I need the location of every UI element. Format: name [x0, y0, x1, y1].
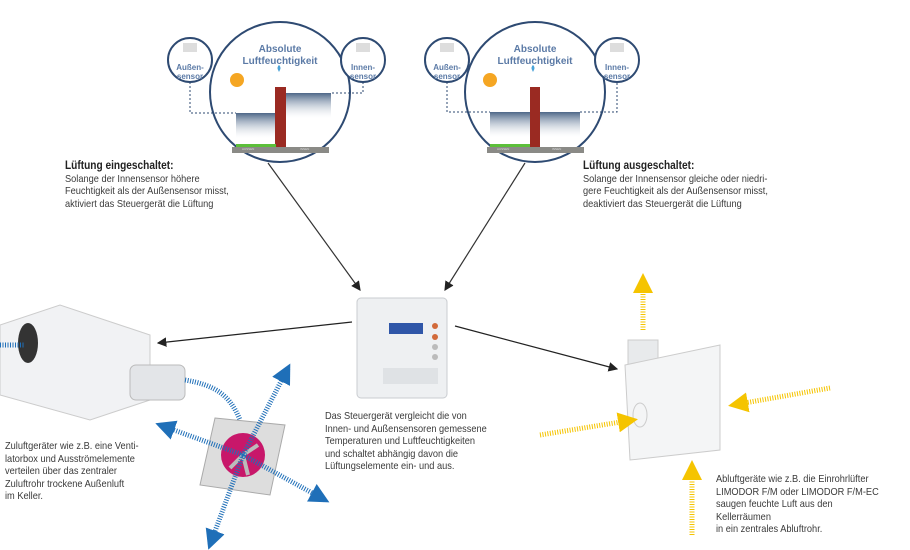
- droplet-icon: [531, 65, 535, 72]
- supply-air-arrows: [155, 363, 330, 550]
- indoor-sensor-circle: [594, 37, 640, 83]
- sensor-icon: [183, 43, 197, 52]
- arrow-to-controller: [444, 162, 526, 292]
- ground: [232, 147, 329, 153]
- droplet-icon: [277, 65, 281, 72]
- ground-label: AUSSEN: [497, 147, 510, 151]
- outdoor-sensor-label: Außen- sensor: [433, 63, 461, 81]
- sensor-icon: [356, 43, 370, 52]
- ground-label: AUSSEN: [242, 147, 255, 151]
- grass: [490, 144, 530, 147]
- sensor-icon: [610, 43, 624, 52]
- ground-label: INNEN: [300, 147, 310, 151]
- ventilation-on-text: Lüftung eingeschaltet: Solange der Innen…: [65, 160, 229, 210]
- arrow-to-controller: [267, 162, 361, 291]
- ventilation-off-text: Lüftung ausgeschaltet: Solange der Innen…: [583, 160, 768, 210]
- indoor-sensor-label: Innen- sensor: [349, 63, 377, 81]
- exhaust-air-arrows: [539, 273, 831, 535]
- display: [389, 323, 423, 334]
- outdoor-sensor-label: Außen- sensor: [176, 63, 204, 81]
- sun-icon: [483, 73, 497, 87]
- ground: [487, 147, 584, 153]
- supply-airflow: [184, 377, 243, 421]
- arrow-to-exhaust: [454, 325, 619, 372]
- outdoor-humidity-level: [236, 113, 276, 138]
- indoor-humidity-level: [286, 93, 331, 118]
- brick-wall: [530, 87, 540, 147]
- humidity-panel-on: [167, 21, 386, 163]
- control-unit: [356, 297, 448, 399]
- grass: [236, 144, 276, 147]
- arrow-to-supply: [156, 321, 353, 347]
- sun-icon: [230, 73, 244, 87]
- ground-label: INNEN: [552, 147, 562, 151]
- sensor-icon: [440, 43, 454, 52]
- indoor-sensor-label: Innen- sensor: [603, 63, 631, 81]
- supply-caption: Zuluftgeräter wie z.B. eine Venti-latorb…: [5, 440, 139, 502]
- brick-wall: [275, 87, 286, 147]
- ventilator-box: [0, 304, 186, 421]
- humidity-panel-off: [424, 21, 640, 163]
- limodor-exhaust-unit: [624, 339, 721, 461]
